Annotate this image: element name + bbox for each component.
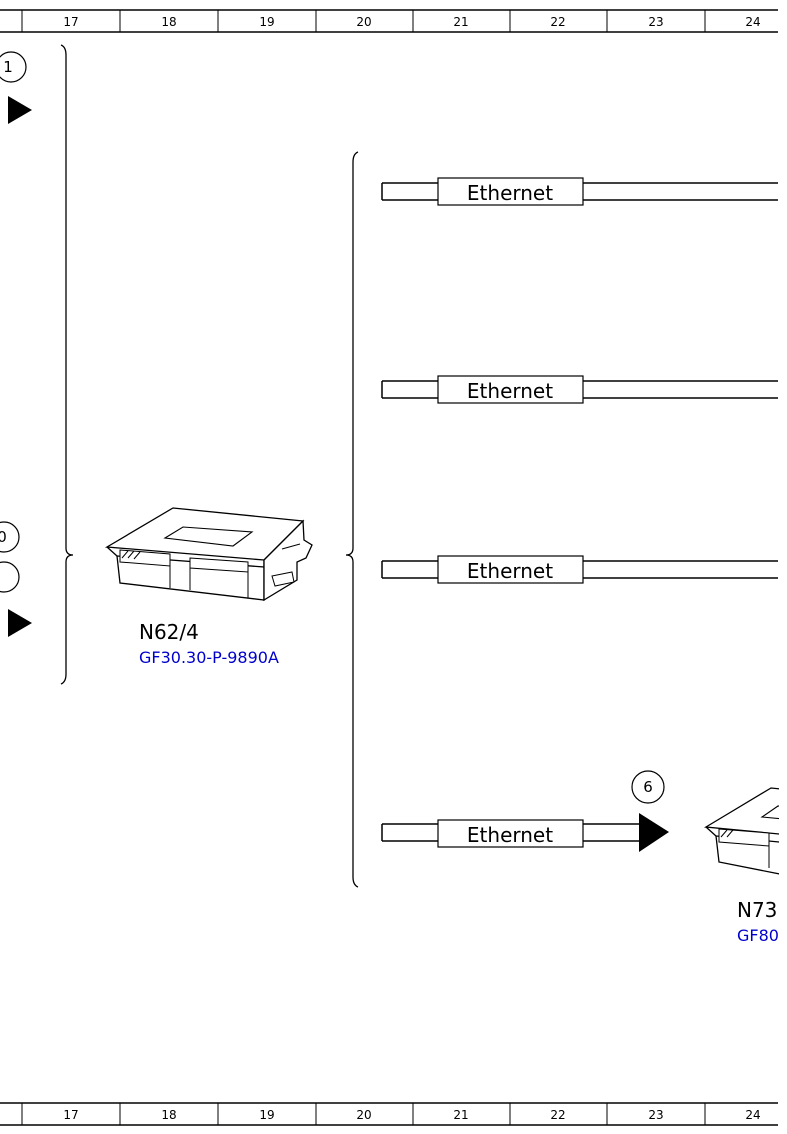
ruler-column-17: 17 bbox=[63, 1108, 78, 1122]
control-unit-icon[interactable] bbox=[703, 787, 787, 878]
left-brace bbox=[60, 44, 74, 685]
reference-circle-label: 0 bbox=[0, 528, 7, 546]
ruler-column-21: 21 bbox=[453, 1108, 468, 1122]
page-edge-mask bbox=[779, 895, 787, 955]
reference-circle bbox=[0, 561, 20, 593]
page-edge-mask bbox=[779, 40, 787, 1100]
ethernet-label: Ethernet bbox=[467, 823, 553, 847]
ethernet-label-box bbox=[437, 555, 584, 584]
arrow-right-icon bbox=[8, 609, 32, 637]
ethernet-connection[interactable]: Ethernet bbox=[381, 813, 669, 852]
arrow-right-icon bbox=[8, 96, 32, 124]
arrow-right-icon bbox=[639, 813, 669, 852]
ruler-column-22: 22 bbox=[550, 1108, 565, 1122]
reference-circle-label: 6 bbox=[643, 778, 653, 796]
left-edge-markers: 1 0 bbox=[0, 51, 32, 637]
ethernet-connection[interactable]: Ethernet bbox=[381, 177, 778, 206]
document-link[interactable]: GF30.30-P-9890A bbox=[139, 648, 279, 667]
ethernet-connection[interactable]: Ethernet bbox=[381, 555, 778, 584]
ruler-column-20: 20 bbox=[356, 1108, 371, 1122]
ethernet-label-box bbox=[437, 375, 584, 404]
ethernet-label-box bbox=[437, 177, 584, 206]
ruler-column-23: 23 bbox=[648, 15, 663, 29]
reference-circle-label: 1 bbox=[3, 58, 13, 76]
reference-circle bbox=[0, 521, 20, 553]
document-link[interactable]: GF80 bbox=[737, 926, 779, 945]
ruler-column-24: 24 bbox=[745, 15, 760, 29]
ethernet-label: Ethernet bbox=[467, 379, 553, 403]
module-id-label: N62/4 bbox=[139, 620, 199, 644]
ruler-column-24: 24 bbox=[745, 1108, 760, 1122]
control-unit-icon[interactable] bbox=[104, 507, 313, 602]
ruler-column-19: 19 bbox=[259, 15, 274, 29]
ruler-column-23: 23 bbox=[648, 1108, 663, 1122]
ruler-column-22: 22 bbox=[550, 15, 565, 29]
ruler-column-18: 18 bbox=[161, 15, 176, 29]
top-column-ruler: 17 18 19 20 21 22 23 24 bbox=[0, 9, 778, 33]
ruler-column-19: 19 bbox=[259, 1108, 274, 1122]
ruler-column-17: 17 bbox=[63, 15, 78, 29]
ruler-column-18: 18 bbox=[161, 1108, 176, 1122]
right-brace bbox=[345, 151, 359, 888]
ethernet-label-box bbox=[437, 819, 584, 848]
bottom-column-ruler: 17 18 19 20 21 22 23 24 bbox=[0, 1102, 778, 1126]
ethernet-label: Ethernet bbox=[467, 559, 553, 583]
module-id-label: N73 bbox=[737, 898, 777, 922]
reference-circle bbox=[0, 51, 27, 83]
ethernet-connection[interactable]: Ethernet bbox=[381, 375, 778, 404]
ruler-column-20: 20 bbox=[356, 15, 371, 29]
reference-circle bbox=[631, 770, 665, 804]
ethernet-label: Ethernet bbox=[467, 181, 553, 205]
ruler-column-21: 21 bbox=[453, 15, 468, 29]
